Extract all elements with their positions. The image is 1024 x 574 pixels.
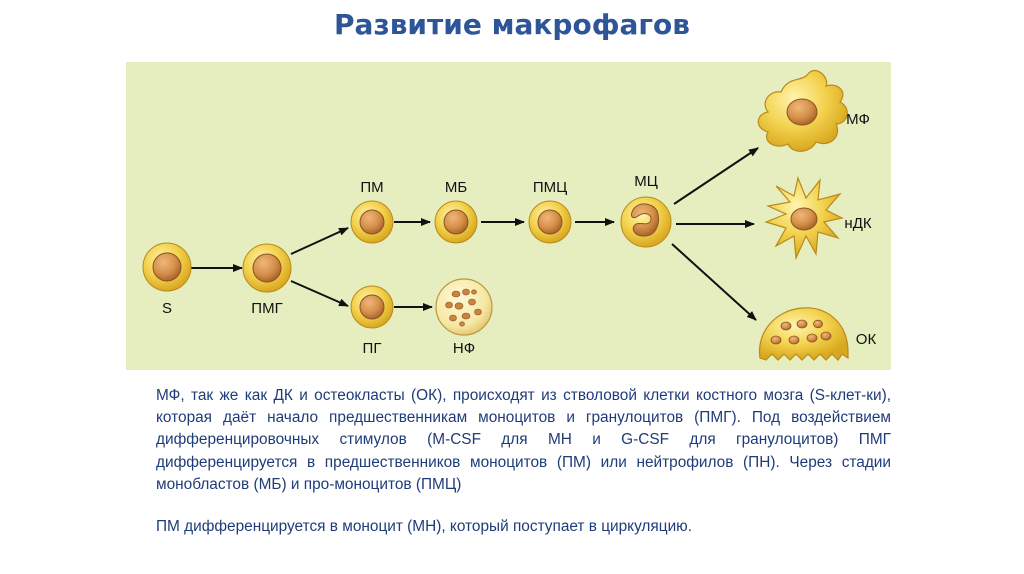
- stem-cell-s: [142, 242, 192, 292]
- cell-mb: [434, 200, 478, 244]
- label-ok: ОК: [856, 331, 877, 348]
- label-pm: ПМ: [360, 179, 383, 196]
- arrow-mc-to-mf: [673, 147, 759, 205]
- cell-mf-macrophage: [757, 69, 848, 152]
- arrow-pmg-to-pm: [290, 227, 349, 255]
- label-mc: МЦ: [634, 173, 658, 190]
- caption-text: МФ, так же как ДК и остеокласты (ОК), пр…: [156, 385, 891, 538]
- label-pmc: ПМЦ: [533, 179, 567, 196]
- arrow-pmg-to-pg: [290, 280, 349, 307]
- cell-differentiation-diagram: S ПМГ ПМ МБ ПМЦ МЦ ПГ НФ МФ нДК ОК: [126, 62, 891, 370]
- arrow-mc-to-ok: [671, 243, 757, 321]
- label-ndk: нДК: [844, 215, 871, 232]
- cell-pmg: [242, 243, 292, 293]
- caption-paragraph-1: МФ, так же как ДК и остеокласты (ОК), пр…: [156, 387, 891, 493]
- cell-pg: [350, 285, 394, 329]
- caption-paragraph-2: ПМ дифференцируется в моноцит (МН), кото…: [156, 518, 692, 536]
- cell-pmc: [528, 200, 572, 244]
- label-s: S: [162, 300, 172, 317]
- cell-mc-monocyte: [620, 196, 672, 248]
- label-pmg: ПМГ: [251, 300, 282, 317]
- label-nf: НФ: [453, 340, 475, 357]
- cell-ndk-dendritic: [764, 175, 844, 261]
- cell-ok-osteoclast: [758, 307, 849, 361]
- cell-pm: [350, 200, 394, 244]
- cell-nf-neutrophil: [435, 278, 493, 336]
- label-mf: МФ: [846, 111, 870, 128]
- label-mb: МБ: [445, 179, 467, 196]
- label-pg: ПГ: [363, 340, 382, 357]
- slide-title: Развитие макрофагов: [334, 8, 690, 41]
